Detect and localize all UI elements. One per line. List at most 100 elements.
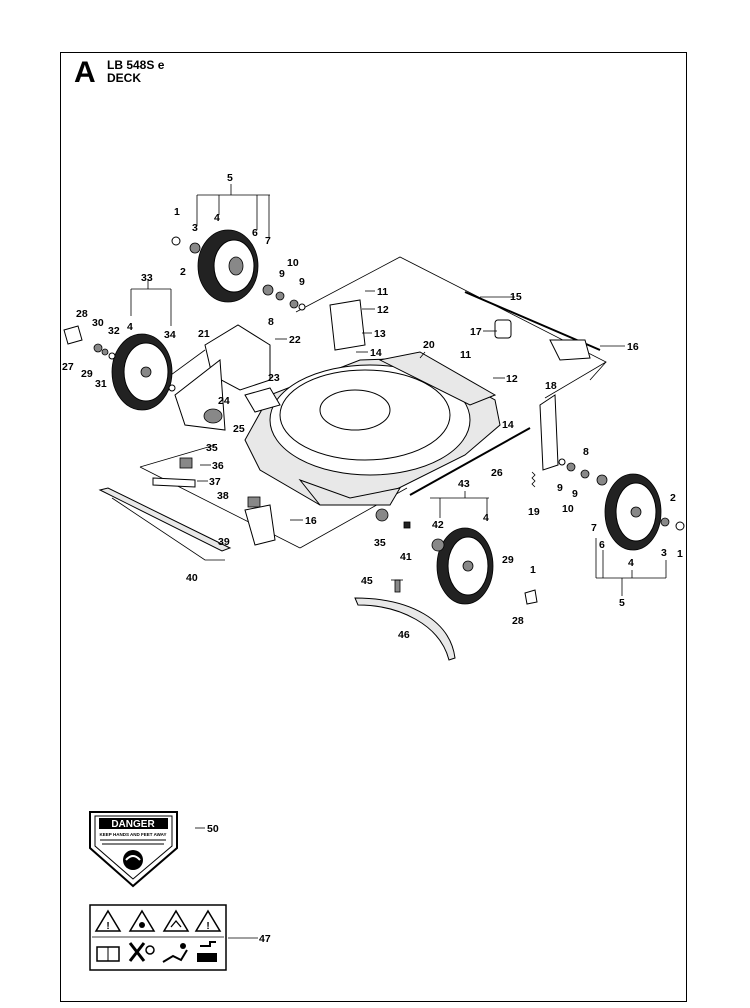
callout: 36 xyxy=(212,460,224,472)
callout: 8 xyxy=(583,446,589,458)
callout: 29 xyxy=(81,368,93,380)
rear-axle xyxy=(464,291,601,361)
callout: 47 xyxy=(259,933,271,945)
callout: 21 xyxy=(198,328,210,340)
assembly-name: DECK xyxy=(107,71,142,85)
callout: 31 xyxy=(95,378,107,390)
callout: 11 xyxy=(460,349,471,361)
callout: 14 xyxy=(370,347,382,359)
callout: 22 xyxy=(289,334,301,346)
callout: 3 xyxy=(661,547,667,559)
disconnect-plug-icon xyxy=(200,941,216,947)
wheel-rear-right xyxy=(558,458,685,551)
callout: 7 xyxy=(591,522,597,534)
danger-warning-line: KEEP HANDS AND FEET AWAY xyxy=(100,832,167,837)
callout: 35 xyxy=(206,442,218,454)
callout: 28 xyxy=(76,308,88,320)
callout: 8 xyxy=(268,316,274,328)
callout: 5 xyxy=(619,597,625,609)
callout: 41 xyxy=(400,551,412,563)
callout: 10 xyxy=(287,257,299,269)
callout: 38 xyxy=(217,490,229,502)
callout: 3 xyxy=(192,222,198,234)
callout: 43 xyxy=(458,478,470,490)
mulch-plug xyxy=(354,597,456,661)
callout: 20 xyxy=(423,339,435,351)
callout: 35 xyxy=(374,537,386,549)
callout: 9 xyxy=(299,276,305,288)
page-frame xyxy=(60,52,687,1002)
model-name: LB 548S e xyxy=(107,58,165,72)
callout: 25 xyxy=(233,423,245,435)
callout: 37 xyxy=(209,476,221,488)
hand-blade-icon xyxy=(123,850,143,870)
callout: 46 xyxy=(398,629,410,641)
warning-triangle-icon xyxy=(194,909,222,932)
callout: 34 xyxy=(164,329,176,341)
callout: 45 xyxy=(361,575,373,587)
callout: 24 xyxy=(218,395,230,407)
callout-numbers: 5 1 3 4 6 7 2 10 9 8 9 11 12 13 14 15 17… xyxy=(62,172,683,945)
drive-gear-assembly xyxy=(174,324,281,431)
no-bystanders-icon xyxy=(128,942,146,962)
rear-rod xyxy=(98,487,232,552)
warning-triangle-icon xyxy=(94,909,122,932)
callout: 16 xyxy=(627,341,639,353)
callout: 7 xyxy=(265,235,271,247)
callout: 9 xyxy=(279,268,285,280)
callout: 28 xyxy=(512,615,524,627)
callout: 4 xyxy=(214,212,220,224)
callout: 10 xyxy=(562,503,574,515)
callout: 26 xyxy=(491,467,503,479)
callout: 27 xyxy=(62,361,74,373)
callout: 50 xyxy=(207,823,219,835)
thrown-object-icon xyxy=(128,909,156,932)
callout: 2 xyxy=(670,492,676,504)
callout: 4 xyxy=(127,321,133,333)
callout: 1 xyxy=(677,548,683,560)
callout: 4 xyxy=(628,557,634,569)
callout: 14 xyxy=(502,419,514,431)
rear-left-hardware xyxy=(152,457,276,546)
callout: 12 xyxy=(377,304,389,316)
callout: 1 xyxy=(530,564,536,576)
right-height-bracket xyxy=(539,394,559,471)
danger-title: DANGER xyxy=(111,819,155,830)
callout: 2 xyxy=(180,266,186,278)
callout: 4 xyxy=(483,512,489,524)
callout: 11 xyxy=(377,286,388,298)
mower-deck xyxy=(244,351,501,506)
callout: 23 xyxy=(268,372,280,384)
callout: 15 xyxy=(510,291,522,303)
slope-operator-icon xyxy=(162,949,188,963)
height-bracket xyxy=(329,299,366,351)
callout: 9 xyxy=(557,482,563,494)
spring xyxy=(531,471,536,488)
axle-rod xyxy=(409,427,531,496)
callout: 13 xyxy=(374,328,386,340)
danger-decal: DANGER KEEP HANDS AND FEET AWAY xyxy=(89,811,178,888)
leader-lines xyxy=(130,184,667,939)
callout: 9 xyxy=(572,488,578,500)
callout: 1 xyxy=(174,206,180,218)
callout: 6 xyxy=(599,539,605,551)
callout: 12 xyxy=(506,373,518,385)
callout: 33 xyxy=(141,272,153,284)
callout: 32 xyxy=(108,325,120,337)
callout: 39 xyxy=(218,536,230,548)
wheel-rear-left xyxy=(171,229,306,311)
callout: 30 xyxy=(92,317,104,329)
section-letter: A xyxy=(74,56,96,89)
callout: 6 xyxy=(252,227,258,239)
svg-text:!: ! xyxy=(106,921,109,932)
callout: 19 xyxy=(528,506,540,518)
safety-symbols-decal: ! ! xyxy=(89,904,227,971)
callout: 42 xyxy=(432,519,444,531)
callout: 40 xyxy=(186,572,198,584)
callout: 18 xyxy=(545,380,557,392)
callout: 5 xyxy=(227,172,233,184)
svg-text:!: ! xyxy=(206,921,209,932)
screw xyxy=(394,579,401,593)
wheel-front-left xyxy=(63,325,176,411)
